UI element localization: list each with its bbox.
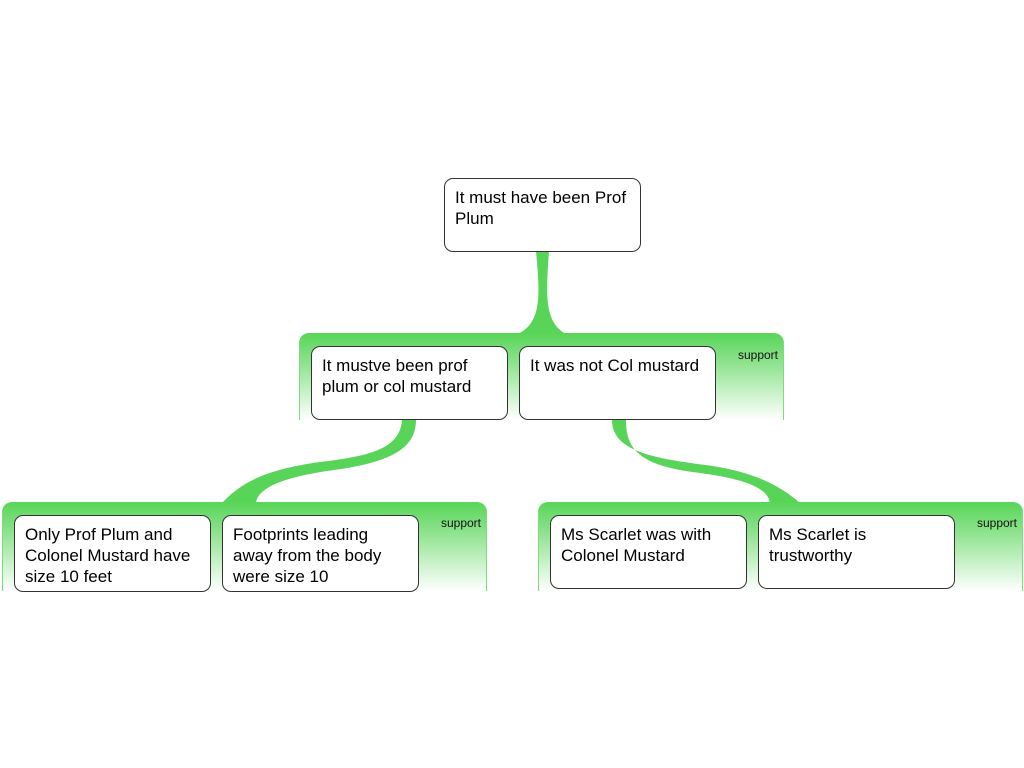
premise-box[interactable]: It mustve been prof plum or col mustard bbox=[311, 346, 508, 420]
connector-root-to-group1 bbox=[518, 251, 566, 334]
root-claim[interactable]: It must have been Prof Plum bbox=[444, 178, 641, 252]
support-label: support bbox=[440, 516, 481, 530]
premise-box[interactable]: Footprints leading away from the body we… bbox=[222, 515, 419, 592]
premise-box[interactable]: It was not Col mustard bbox=[519, 346, 716, 420]
support-label: support bbox=[737, 348, 778, 362]
connector-premise2-to-group3 bbox=[612, 420, 800, 503]
premise-box[interactable]: Only Prof Plum and Colonel Mustard have … bbox=[14, 515, 211, 592]
support-label: support bbox=[976, 516, 1017, 530]
premise-box[interactable]: Ms Scarlet was with Colonel Mustard bbox=[550, 515, 747, 589]
premise-box[interactable]: Ms Scarlet is trustworthy bbox=[758, 515, 955, 589]
connector-premise1-to-group2 bbox=[222, 420, 416, 503]
